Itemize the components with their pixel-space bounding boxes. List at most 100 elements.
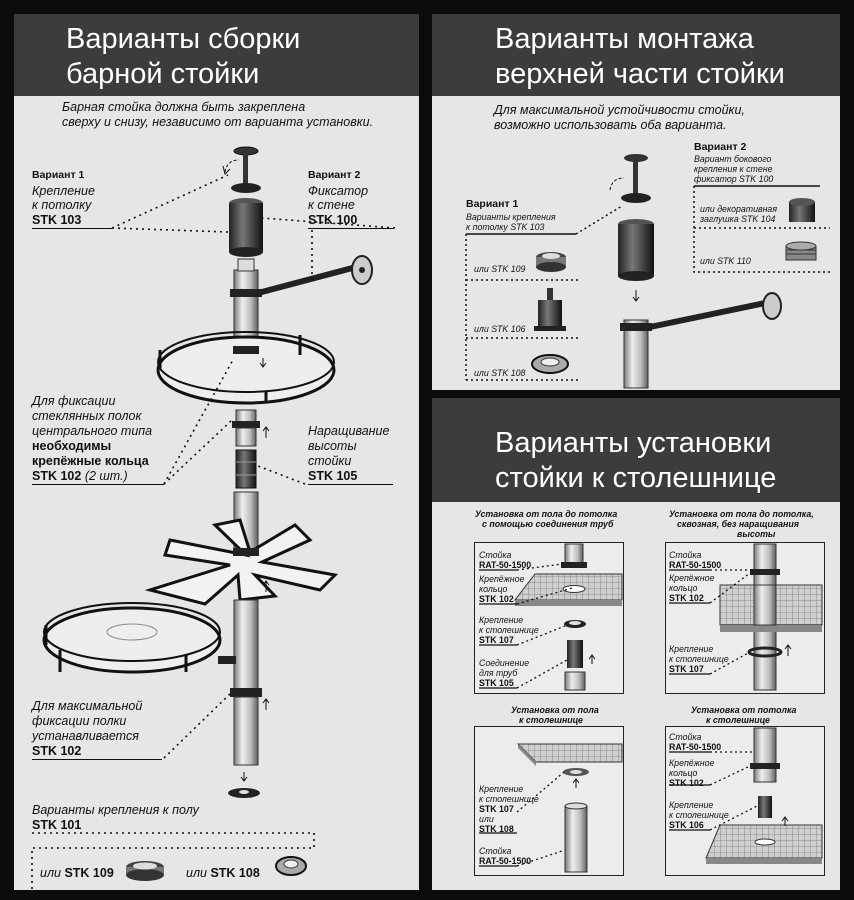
top-right-v2-head: Вариант 2 bbox=[694, 141, 747, 153]
top-right-dec-l2: заглушка STK 104 bbox=[700, 214, 776, 224]
left-or108-pre: или bbox=[186, 866, 211, 880]
d-caption-2: к столешнице bbox=[706, 715, 770, 725]
left-intro-line1: Барная стойка должна быть закреплена bbox=[62, 100, 306, 114]
b-label-1: Стойка bbox=[669, 550, 702, 560]
top-right-or108: или STK 108 bbox=[474, 368, 526, 378]
d-label-4: кольцо bbox=[669, 768, 698, 778]
top-right-v1-l2: к потолку STK 103 bbox=[466, 222, 545, 232]
c-label-3: STK 107 bbox=[479, 804, 514, 814]
left-glass-code-line: STK 102 (2 шт.) bbox=[32, 469, 164, 485]
left-v2-head: Вариант 2 bbox=[308, 169, 361, 181]
left-or109-code: STK 109 bbox=[64, 866, 114, 880]
a-label-10: для труб bbox=[479, 668, 518, 678]
top-right-dec-l1: или декоративная bbox=[700, 204, 778, 214]
a-label-11: STK 105 bbox=[479, 678, 514, 688]
top-right-intro-line2: возможно использовать оба варианта. bbox=[494, 118, 727, 132]
left-glass-l4: необходимы bbox=[32, 439, 112, 453]
left-ext-l3: стойки bbox=[308, 454, 352, 468]
left-or108-code: STK 108 bbox=[210, 866, 260, 880]
left-glass-qty: (2 шт.) bbox=[81, 469, 128, 483]
left-ext-code: STK 105 bbox=[308, 469, 393, 485]
a-label-8: STK 107 bbox=[479, 635, 514, 645]
b-caption-1: Установка от пола до потолка, bbox=[669, 509, 814, 519]
a-label-7: к столешнице bbox=[479, 625, 539, 635]
a-label-4: кольцо bbox=[479, 584, 508, 594]
left-title-line1: Варианты сборки bbox=[66, 23, 301, 55]
a-label-2: RAT-50-1500 bbox=[479, 560, 532, 570]
top-right-title-line1: Варианты монтажа bbox=[495, 23, 754, 55]
left-or108: или STK 108 bbox=[186, 866, 260, 881]
left-v1-l2: к потолку bbox=[32, 198, 92, 212]
d-label-6: Крепление bbox=[669, 800, 714, 810]
left-v2-code: STK 100 bbox=[308, 213, 393, 229]
left-ext-l1: Наращивание bbox=[308, 424, 390, 438]
top-right-title-line2: верхней части стойки bbox=[495, 58, 785, 90]
a-caption-1: Установка от пола до потолка bbox=[475, 509, 618, 519]
left-title: Варианты сборки барной стойки bbox=[14, 14, 419, 96]
c-caption-2: к столешнице bbox=[519, 715, 583, 725]
a-label-6: Крепление bbox=[479, 615, 524, 625]
d-label-1: Стойка bbox=[669, 732, 702, 742]
d-label-8: STK 106 bbox=[669, 820, 704, 830]
top-right-v2-l1: Вариант бокового bbox=[694, 154, 772, 164]
d-label-2: RAT-50-1500 bbox=[669, 742, 722, 752]
left-title-line2: барной стойки bbox=[66, 58, 260, 90]
d-label-5: STK 102 bbox=[669, 778, 704, 788]
left-glass-l1: Для фиксации bbox=[32, 394, 116, 408]
left-glass-l3: центрального типа bbox=[32, 424, 153, 438]
left-ext-l2: высоты bbox=[308, 439, 357, 453]
left-glass-l5: крепёжные кольца bbox=[32, 454, 149, 468]
b-caption-2: сквозная, без наращивания bbox=[677, 519, 799, 529]
b-label-6: Крепление bbox=[669, 644, 714, 654]
left-or109: или STK 109 bbox=[40, 866, 114, 881]
left-floor-l1: Варианты крепления к полу bbox=[32, 803, 199, 817]
b-label-3: Крепёжное bbox=[669, 573, 715, 583]
left-glass-code: STK 102 bbox=[32, 469, 82, 483]
left-max-l1: Для максимальной bbox=[32, 699, 143, 713]
d-label-3: Крепёжное bbox=[669, 758, 715, 768]
d-label-7: к столешнице bbox=[669, 810, 729, 820]
left-v1-code: STK 103 bbox=[32, 213, 112, 229]
a-label-9: Соединение bbox=[479, 658, 530, 668]
bottom-right-title-line2: стойки к столешнице bbox=[495, 462, 777, 494]
left-v1-head: Вариант 1 bbox=[32, 169, 85, 181]
top-right-v2-l3: фиксатор STK 100 bbox=[694, 174, 774, 184]
left-v1-l1: Крепление bbox=[32, 184, 95, 198]
top-right-v1-l1: Варианты крепления bbox=[466, 212, 556, 222]
c-label-7: RAT-50-1500 bbox=[479, 856, 532, 866]
left-or109-pre: или bbox=[40, 866, 65, 880]
c-label-5: STK 108 bbox=[479, 824, 514, 834]
top-right-intro-line1: Для максимальной устойчивости стойки, bbox=[494, 103, 745, 117]
left-v2-l1: Фиксатор bbox=[308, 184, 369, 198]
left-v2-l2: к стене bbox=[308, 198, 355, 212]
top-right-or110: или STK 110 bbox=[700, 256, 751, 266]
b-label-7: к столешнице bbox=[669, 654, 729, 664]
b-caption-3: высоты bbox=[737, 529, 776, 539]
left-max-l3: устанавливается bbox=[32, 729, 139, 743]
c-label-4: или bbox=[479, 814, 494, 824]
b-label-4: кольцо bbox=[669, 583, 698, 593]
b-label-8: STK 107 bbox=[669, 664, 704, 674]
c-label-6: Стойка bbox=[479, 846, 512, 856]
top-right-or109: или STK 109 bbox=[474, 264, 526, 274]
top-right-or106: или STK 106 bbox=[474, 324, 526, 334]
d-caption-1: Установка от потолка bbox=[691, 705, 797, 715]
c-label-1: Крепление bbox=[479, 784, 524, 794]
a-caption-2: с помощью соединения труб bbox=[482, 519, 614, 529]
left-glass-l2: стеклянных полок bbox=[32, 409, 142, 423]
left-floor-code: STK 101 bbox=[32, 818, 82, 832]
left-max-l2: фиксации полки bbox=[32, 714, 127, 728]
top-right-v1-head: Вариант 1 bbox=[466, 198, 519, 210]
bottom-right-title: Варианты установки стойки к столешнице bbox=[432, 398, 840, 502]
left-intro-line2: сверху и снизу, независимо от варианта у… bbox=[62, 115, 374, 129]
a-label-5: STK 102 bbox=[479, 594, 514, 604]
b-label-2: RAT-50-1500 bbox=[669, 560, 722, 570]
bottom-right-title-line1: Варианты установки bbox=[495, 427, 772, 459]
a-label-3: Крепёжное bbox=[479, 574, 525, 584]
c-caption-1: Установка от пола bbox=[511, 705, 599, 715]
a-label-1: Стойка bbox=[479, 550, 512, 560]
top-right-v2-l2: крепления к стене bbox=[694, 164, 773, 174]
left-max-code: STK 102 bbox=[32, 744, 162, 760]
top-right-title: Варианты монтажа верхней части стойки bbox=[432, 14, 840, 96]
b-label-5: STK 102 bbox=[669, 593, 704, 603]
